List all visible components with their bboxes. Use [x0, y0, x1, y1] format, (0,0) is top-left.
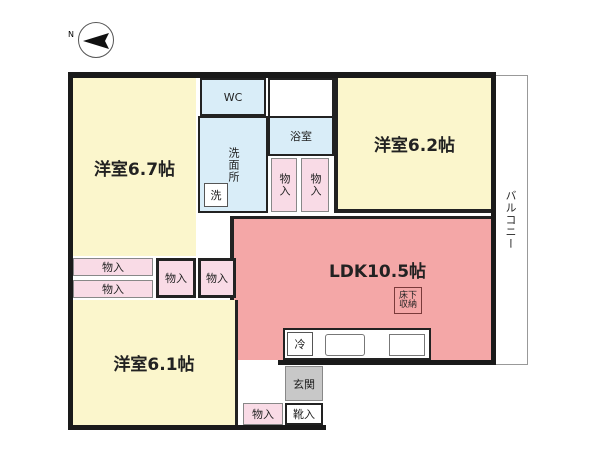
- underfloor-storage: 床下収納: [394, 287, 422, 314]
- wall-ldk-south: [278, 360, 496, 365]
- fridge: 冷: [287, 332, 313, 356]
- wall-west: [68, 72, 73, 430]
- sink: [325, 334, 365, 356]
- bathroom: 浴室: [268, 116, 334, 156]
- kitchen-counter: 冷: [283, 328, 431, 360]
- entrance: 玄関: [285, 366, 323, 401]
- western-room-6-1: 洋室6.1帖: [73, 300, 238, 425]
- closet: 物入: [271, 158, 297, 212]
- closet: 物入: [156, 258, 196, 298]
- balcony: バルコニー: [492, 75, 528, 365]
- closet: 物入: [243, 403, 283, 425]
- shoe-closet: 靴入: [285, 403, 323, 425]
- wc: WC: [200, 78, 266, 116]
- washroom: 洗面所: [198, 116, 268, 213]
- compass: [78, 22, 114, 58]
- outer-wall: [68, 72, 496, 78]
- compass-label: N: [68, 30, 74, 39]
- stove: [389, 334, 425, 356]
- wall-east: [491, 72, 496, 364]
- closet: 物入: [301, 158, 329, 212]
- north-arrow-icon: [83, 33, 109, 49]
- washer-space: 洗: [204, 183, 228, 207]
- closet: 物入: [73, 280, 153, 298]
- bathtub: [268, 78, 334, 118]
- western-room-6-2: 洋室6.2帖: [334, 78, 491, 213]
- closet: 物入: [198, 258, 236, 298]
- closet: 物入: [73, 258, 153, 276]
- wall-south: [68, 425, 326, 430]
- western-room-6-7: 洋室6.7帖: [73, 78, 196, 256]
